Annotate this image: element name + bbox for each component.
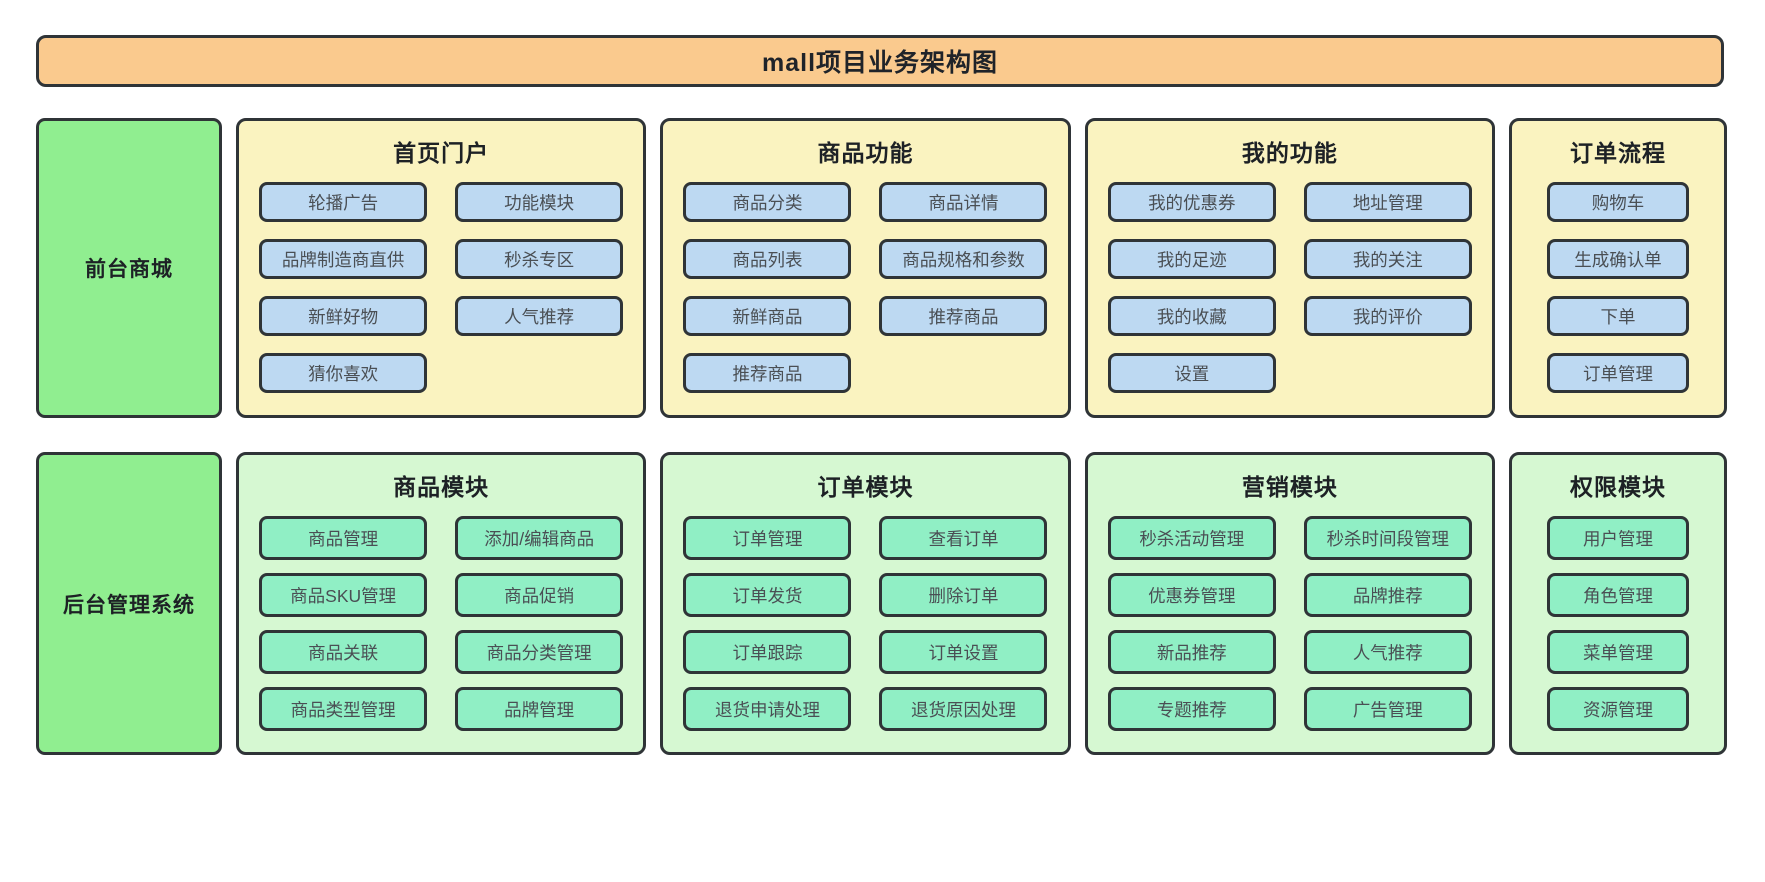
feature-button: 订单管理 [1546,353,1689,393]
feature-button: 商品详情 [879,182,1048,222]
feature-button: 品牌管理 [455,687,624,731]
feature-button: 我的收藏 [1107,296,1276,336]
feature-button: 设置 [1107,353,1276,393]
feature-button: 订单管理 [683,516,852,560]
feature-button: 订单跟踪 [683,630,852,674]
feature-button: 广告管理 [1303,687,1472,731]
feature-button: 商品关联 [259,630,428,674]
feature-button: 我的评价 [1303,296,1472,336]
feature-button: 生成确认单 [1546,239,1689,279]
feature-button: 品牌制造商直供 [259,239,428,279]
feature-button: 商品管理 [259,516,428,560]
feature-button: 我的优惠券 [1107,182,1276,222]
feature-button: 推荐商品 [683,353,852,393]
frontend-row: 前台商城 首页门户 轮播广告 功能模块 品牌制造商直供 秒杀专区 新鲜好物 人气… [36,118,1727,418]
feature-button: 新鲜商品 [683,296,852,336]
panel-order-process-grid: 购物车 生成确认单 下单 订单管理 [1522,182,1714,393]
panel-marketing-module-title: 营销模块 [1241,474,1338,500]
feature-button: 资源管理 [1546,687,1689,731]
feature-button: 猜你喜欢 [259,353,428,393]
feature-button: 功能模块 [455,182,624,222]
panel-permission-module-grid: 用户管理 角色管理 菜单管理 资源管理 [1522,516,1714,731]
diagram-title-bar: mall项目业务架构图 [36,35,1724,87]
feature-button: 我的关注 [1303,239,1472,279]
panel-product-module-grid: 商品管理 添加/编辑商品 商品SKU管理 商品促销 商品关联 商品分类管理 商品… [249,516,633,731]
feature-button: 订单发货 [683,573,852,617]
frontend-row-label: 前台商城 [36,118,222,418]
feature-button: 人气推荐 [455,296,624,336]
panel-marketing-module-grid: 秒杀活动管理 秒杀时间段管理 优惠券管理 品牌推荐 新品推荐 人气推荐 专题推荐… [1098,516,1482,731]
feature-button: 用户管理 [1546,516,1689,560]
panel-product-module-title: 商品模块 [393,474,490,500]
panel-home-portal-grid: 轮播广告 功能模块 品牌制造商直供 秒杀专区 新鲜好物 人气推荐 猜你喜欢 [249,182,633,393]
feature-button: 下单 [1546,296,1689,336]
feature-button: 新品推荐 [1107,630,1276,674]
backend-row-label-text: 后台管理系统 [63,593,195,617]
panel-my-features-grid: 我的优惠券 地址管理 我的足迹 我的关注 我的收藏 我的评价 设置 [1098,182,1482,393]
panel-order-process-title: 订单流程 [1569,140,1666,166]
diagram-title: mall项目业务架构图 [761,49,999,77]
panel-my-features-title: 我的功能 [1241,140,1338,166]
backend-row: 后台管理系统 商品模块 商品管理 添加/编辑商品 商品SKU管理 商品促销 商品… [36,452,1727,755]
panel-order-module-grid: 订单管理 查看订单 订单发货 删除订单 订单跟踪 订单设置 退货申请处理 退货原… [673,516,1057,731]
feature-button: 商品SKU管理 [259,573,428,617]
feature-button: 专题推荐 [1107,687,1276,731]
feature-button: 删除订单 [879,573,1048,617]
feature-button: 商品促销 [455,573,624,617]
feature-button: 订单设置 [879,630,1048,674]
panel-product-features-grid: 商品分类 商品详情 商品列表 商品规格和参数 新鲜商品 推荐商品 推荐商品 [673,182,1057,393]
feature-button: 购物车 [1546,182,1689,222]
feature-button: 推荐商品 [879,296,1048,336]
panel-my-features: 我的功能 我的优惠券 地址管理 我的足迹 我的关注 我的收藏 我的评价 设置 [1084,118,1495,418]
frontend-row-label-text: 前台商城 [85,258,173,281]
panel-product-module: 商品模块 商品管理 添加/编辑商品 商品SKU管理 商品促销 商品关联 商品分类… [236,452,647,755]
panel-marketing-module: 营销模块 秒杀活动管理 秒杀时间段管理 优惠券管理 品牌推荐 新品推荐 人气推荐… [1084,452,1495,755]
feature-button: 角色管理 [1546,573,1689,617]
feature-button: 我的足迹 [1107,239,1276,279]
feature-button: 商品列表 [683,239,852,279]
panel-home-portal: 首页门户 轮播广告 功能模块 品牌制造商直供 秒杀专区 新鲜好物 人气推荐 猜你… [236,118,647,418]
panel-home-portal-title: 首页门户 [393,140,490,166]
panel-order-module-title: 订单模块 [817,474,914,500]
feature-button: 退货原因处理 [879,687,1048,731]
feature-button: 菜单管理 [1546,630,1689,674]
feature-button: 轮播广告 [259,182,428,222]
feature-button: 秒杀时间段管理 [1303,516,1472,560]
feature-button: 地址管理 [1303,182,1472,222]
feature-button: 秒杀专区 [455,239,624,279]
panel-order-process: 订单流程 购物车 生成确认单 下单 订单管理 [1508,118,1727,418]
feature-button: 商品分类管理 [455,630,624,674]
backend-row-label: 后台管理系统 [36,452,222,755]
panel-permission-module-title: 权限模块 [1569,474,1666,500]
feature-button: 品牌推荐 [1303,573,1472,617]
feature-button: 商品规格和参数 [879,239,1048,279]
panel-order-module: 订单模块 订单管理 查看订单 订单发货 删除订单 订单跟踪 订单设置 退货申请处… [660,452,1071,755]
feature-button: 查看订单 [879,516,1048,560]
feature-button: 新鲜好物 [259,296,428,336]
panel-product-features-title: 商品功能 [817,140,914,166]
feature-button: 商品类型管理 [259,687,428,731]
panel-product-features: 商品功能 商品分类 商品详情 商品列表 商品规格和参数 新鲜商品 推荐商品 推荐… [660,118,1071,418]
feature-button: 添加/编辑商品 [455,516,624,560]
panel-permission-module: 权限模块 用户管理 角色管理 菜单管理 资源管理 [1508,452,1727,755]
feature-button: 秒杀活动管理 [1107,516,1276,560]
feature-button: 退货申请处理 [683,687,852,731]
feature-button: 商品分类 [683,182,852,222]
feature-button: 优惠券管理 [1107,573,1276,617]
feature-button: 人气推荐 [1303,630,1472,674]
